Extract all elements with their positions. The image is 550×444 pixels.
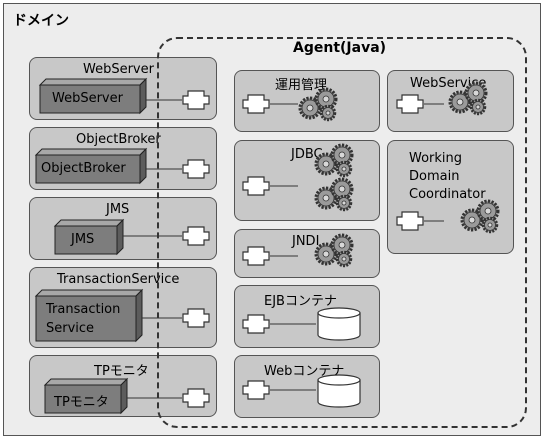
panel-title: EJBコンテナ [264, 294, 337, 309]
panel-title: JMS [106, 202, 130, 217]
agent-label: Agent(Java) [293, 40, 387, 56]
gears-icon [446, 80, 490, 116]
connector-icon [396, 93, 424, 115]
component-transaction-line2: Service [46, 321, 95, 336]
connector-icon [242, 93, 270, 115]
panel-title: ObjectBroker [76, 132, 161, 147]
panel-wdc: Working Domain Coordinator [387, 140, 514, 254]
gears-icon [312, 176, 356, 212]
panel-title: TPモニタ [94, 364, 149, 379]
component-webserver: WebServer [52, 91, 123, 106]
panel-title-line3: Coordinator [409, 187, 486, 202]
panel-title: Webコンテナ [264, 364, 345, 379]
agent-boundary [157, 37, 527, 428]
component-tpmonitor: TPモニタ [54, 395, 109, 410]
panel-title: 運用管理 [275, 78, 328, 93]
panel-title: JNDI [292, 234, 320, 249]
gears-icon [312, 232, 356, 268]
connector-icon [396, 210, 424, 232]
component-transaction-line1: Transaction [46, 302, 121, 317]
gears-icon [312, 142, 356, 178]
database-icon [316, 306, 362, 342]
panel-title-line1: Working [409, 151, 463, 166]
panel-title: JDBC [291, 147, 323, 162]
connector-icon [242, 313, 270, 335]
panel-title: WebServer [83, 62, 154, 77]
panel-title: TransactionService [57, 272, 180, 287]
domain-label: ドメイン [13, 13, 69, 29]
connector-icon [242, 379, 270, 401]
component-jms: JMS [71, 232, 95, 247]
gears-icon [458, 198, 502, 234]
connector-icon [242, 175, 270, 197]
connector-icon [242, 245, 270, 267]
database-icon [316, 373, 362, 409]
component-objectbroker: ObjectBroker [41, 161, 126, 176]
gears-icon [296, 86, 340, 122]
panel-title-line2: Domain [409, 169, 460, 184]
